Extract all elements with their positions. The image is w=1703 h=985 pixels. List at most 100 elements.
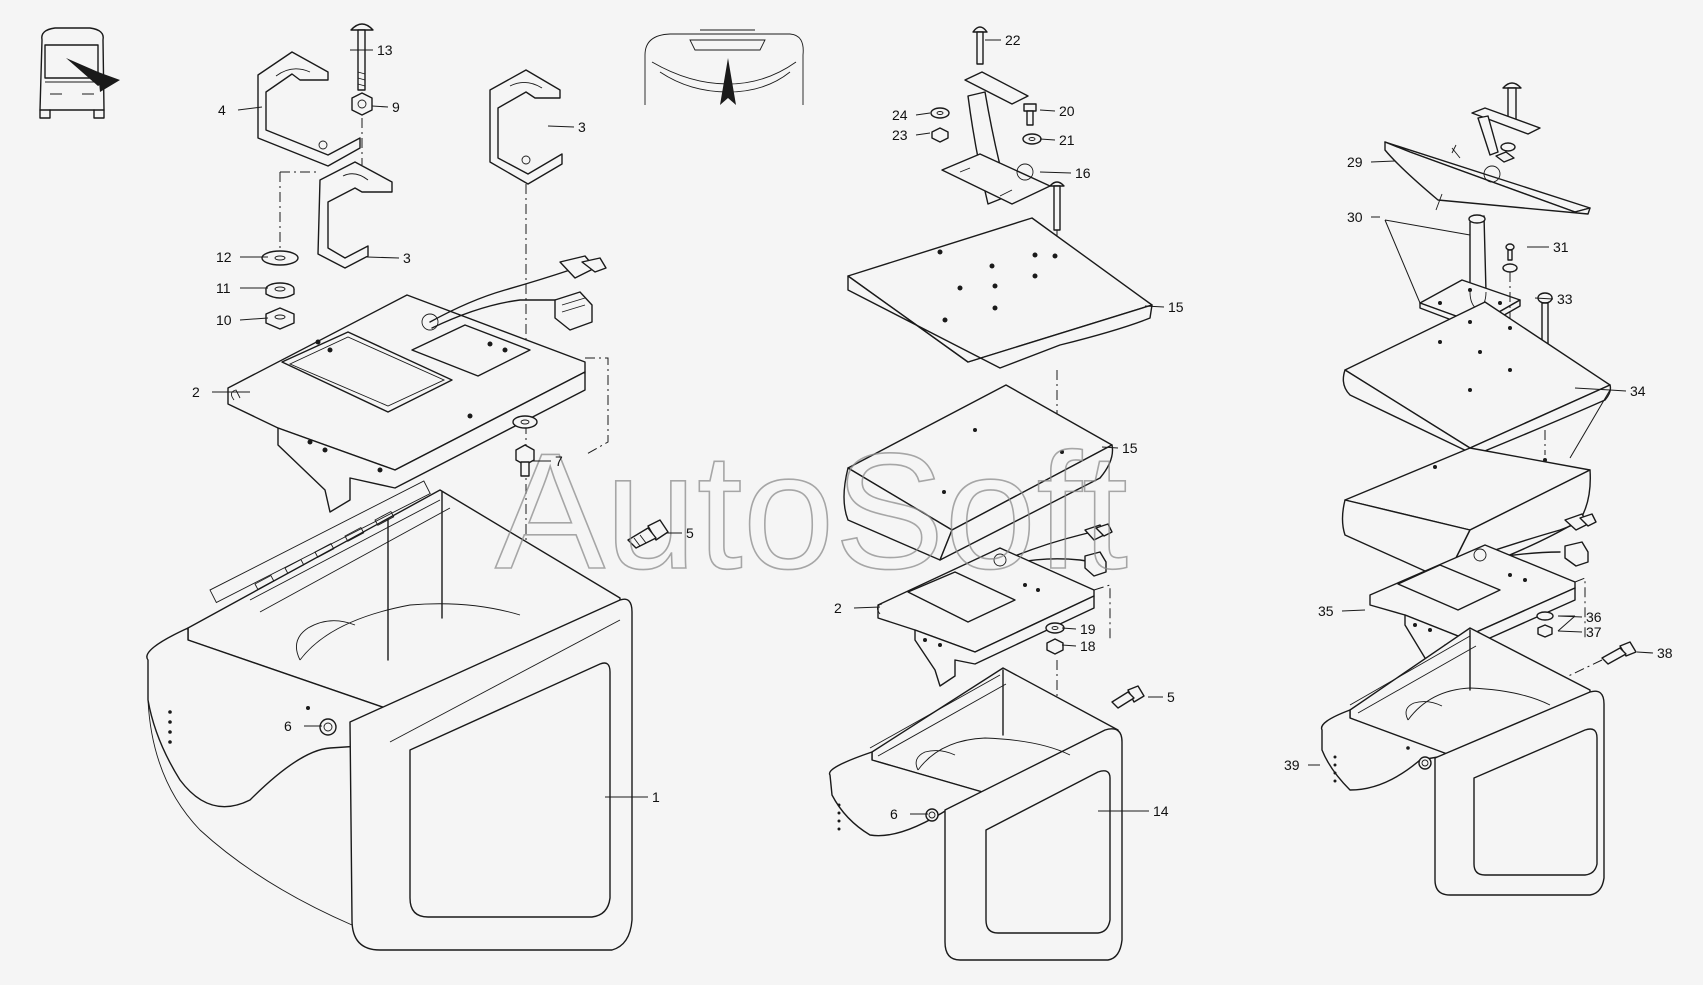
callout-label-c33: 33 [1557, 291, 1573, 307]
callout-label-c35: 35 [1318, 603, 1334, 619]
washer-11 [265, 282, 295, 299]
dashboard-orientation-icon [644, 29, 804, 105]
cushion-34-upper [1342, 301, 1612, 462]
washer-21 [1022, 133, 1042, 145]
callout-label-c39: 39 [1284, 757, 1300, 773]
callout-leader-c18 [1061, 644, 1077, 647]
washer-12 [261, 250, 299, 266]
callout-leader-c37 [1557, 630, 1583, 633]
mounting-plate-2-left [227, 294, 586, 513]
nut-37 [1537, 624, 1553, 638]
callout-label-c29: 29 [1347, 154, 1363, 170]
callout-leader-c38 [1636, 651, 1654, 654]
callout-leader-c3a [547, 125, 575, 128]
callout-label-c13: 13 [377, 42, 393, 58]
bracket-3-upper [489, 69, 563, 185]
bracket-4 [257, 51, 361, 167]
cushion-15-upper [847, 217, 1153, 369]
monitor-39 [1320, 627, 1605, 896]
callout-label-c20: 20 [1059, 103, 1075, 119]
callout-leader-c24 [915, 112, 931, 116]
callout-leader-c29 [1370, 160, 1396, 163]
plate-29 [1384, 141, 1591, 215]
watermark-text: AutoSoft [495, 419, 1128, 603]
callout-label-c15a: 15 [1168, 299, 1184, 315]
callout-label-c23: 23 [892, 127, 908, 143]
cable-connector-left [429, 255, 607, 331]
callout-label-c2b: 2 [834, 600, 842, 616]
callout-label-c2a: 2 [192, 384, 200, 400]
nut-23 [931, 127, 949, 143]
callout-label-c19: 19 [1080, 621, 1096, 637]
screw-31 [1502, 243, 1518, 273]
callout-label-c38: 38 [1657, 645, 1673, 661]
screw-5-middle [1111, 685, 1145, 709]
nut-10 [265, 307, 295, 330]
callout-label-c21: 21 [1059, 132, 1075, 148]
callout-leader-c35 [1341, 609, 1366, 612]
bracket-top-right [1471, 107, 1541, 163]
callout-label-c6b: 6 [890, 806, 898, 822]
monitor-1 [146, 480, 633, 951]
callout-leader-c3b [366, 256, 400, 259]
washer-19 [1045, 622, 1065, 634]
callout-leader-c23 [915, 132, 931, 136]
callout-label-c34: 34 [1630, 383, 1646, 399]
mounting-plate-2-middle [877, 547, 1095, 687]
callout-leader-c33 [1534, 297, 1554, 300]
bolt-13 [350, 23, 374, 91]
callout-label-c22: 22 [1005, 32, 1021, 48]
callout-label-c31: 31 [1553, 239, 1569, 255]
callout-leader-c10 [239, 317, 269, 321]
nut-18 [1046, 638, 1064, 655]
callout-leader-c34 [1609, 389, 1627, 392]
middle-monitor-assembly [828, 26, 1153, 961]
callout-label-c30: 30 [1347, 209, 1363, 225]
callout-label-c5a: 5 [686, 525, 694, 541]
callout-leader-c4 [237, 106, 263, 111]
callout-label-c24: 24 [892, 107, 908, 123]
callout-leader-c36 [1557, 615, 1583, 618]
callout-label-c14: 14 [1153, 803, 1169, 819]
right-monitor-assembly [1320, 82, 1637, 896]
left-monitor-assembly [146, 23, 669, 951]
callout-leader-c15a [1144, 305, 1165, 308]
callout-label-c16: 16 [1075, 165, 1091, 181]
callout-label-c3b: 3 [403, 250, 411, 266]
callout-label-c15b: 15 [1122, 440, 1138, 456]
callout-label-c11: 11 [216, 280, 231, 296]
callout-label-c10: 10 [216, 312, 232, 328]
screw-22 [972, 26, 988, 65]
washer-24 [930, 107, 950, 119]
callout-leader-c15b [1101, 446, 1119, 449]
callout-leader-c19 [1061, 627, 1077, 630]
callout-label-c4: 4 [218, 102, 226, 118]
callout-label-c6a: 6 [284, 718, 292, 734]
bracket-3-lower [317, 161, 393, 269]
bracket-16 [941, 71, 1051, 205]
callout-label-c1: 1 [652, 789, 660, 805]
callout-label-c37: 37 [1586, 624, 1602, 640]
callout-label-c7: 7 [555, 453, 563, 469]
callout-label-c3a: 3 [578, 119, 586, 135]
callout-leader-c21 [1039, 138, 1056, 141]
callout-label-c18: 18 [1080, 638, 1096, 654]
callout-leader-c16 [1039, 171, 1072, 174]
screw-16b [1049, 181, 1065, 231]
cable-connector-middle [999, 523, 1113, 577]
washer-7 [512, 415, 538, 429]
callout-label-c9: 9 [392, 99, 400, 115]
screw-38 [1601, 641, 1637, 665]
callout-leader-c2b [853, 606, 881, 609]
screw-5-left [627, 519, 669, 549]
monitor-14 [828, 667, 1123, 961]
cushion-15-lower [843, 384, 1114, 561]
callout-label-c5b: 5 [1167, 689, 1175, 705]
callout-label-c12: 12 [216, 249, 232, 265]
washer-36 [1536, 611, 1554, 621]
callout-leader-c20 [1039, 109, 1056, 112]
bus-front-icon [39, 27, 120, 119]
